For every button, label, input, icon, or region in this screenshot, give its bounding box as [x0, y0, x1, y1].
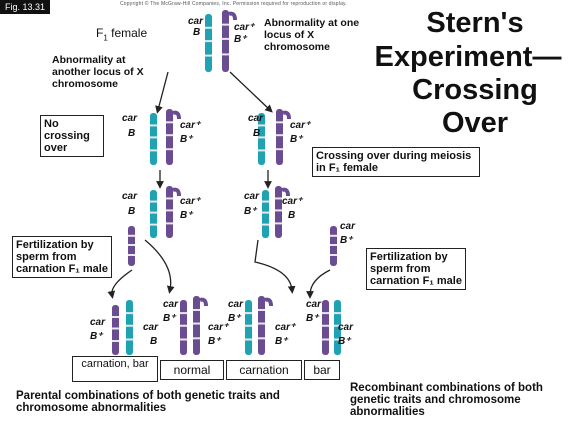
- title-line-2: Experiment—: [374, 41, 562, 73]
- top-left-chrom-label-b: B: [193, 27, 201, 38]
- off4-l4: B⁺: [338, 336, 351, 347]
- off3-l4: B⁺: [275, 336, 288, 347]
- off2-chrom-a: [180, 300, 187, 355]
- lb1-bplus: B⁺: [180, 134, 193, 145]
- off4-l2: B⁺: [306, 313, 319, 324]
- off1-chrom-a: [112, 305, 119, 355]
- figure-label: Fig. 13.31: [0, 0, 51, 14]
- result-carnation-bar: carnation, bar: [72, 356, 158, 382]
- top-left-chrom-label-car: car: [188, 16, 204, 27]
- rb-sperm-bplus: B⁺: [340, 235, 353, 246]
- f1-female-label: F1 female: [96, 26, 148, 43]
- off4-l1: car: [306, 299, 322, 310]
- top-right-chrom-label-car: car⁺: [234, 22, 255, 33]
- off3-l1: car: [228, 299, 244, 310]
- result-carnation: carnation: [226, 360, 302, 380]
- off3-chrom-a: [245, 300, 252, 355]
- abnormality-one-locus-label: Abnormality at one locus of X chromosome: [264, 17, 360, 53]
- title-line-4: Over: [441, 107, 509, 139]
- result-bar: bar: [304, 360, 340, 380]
- off2-l1: car: [163, 299, 179, 310]
- off3-chrom-b: [258, 296, 273, 355]
- rb2-chrom-purple: [275, 186, 290, 238]
- lb1-chrom-purple: [166, 109, 181, 165]
- rb-sperm-chrom: [330, 226, 337, 266]
- off4-l3: car: [338, 322, 354, 333]
- off2-l3: car⁺: [208, 322, 229, 333]
- lb1-b: B: [128, 128, 136, 139]
- off1-chrom-b: [126, 300, 133, 355]
- arrow-right-sperm: [306, 269, 331, 299]
- result-normal: normal: [160, 360, 224, 380]
- off4-chrom-b: [334, 300, 341, 355]
- rb-sperm-car: car: [340, 221, 356, 232]
- arrow-to-right-branch: [229, 71, 273, 113]
- lb2-b: B: [128, 206, 136, 217]
- left-fertilization-box: Fertilization by sperm from carnation F₁…: [12, 236, 112, 278]
- arrow-left-fert: [144, 239, 175, 294]
- rb1-car: car: [248, 113, 264, 124]
- lb1-carplus: car⁺: [180, 120, 201, 131]
- copyright-notice: Copyright © The McGraw-Hill Companies, I…: [120, 1, 347, 7]
- off3-l2: B⁺: [228, 313, 241, 324]
- off2-l4: B⁺: [208, 336, 221, 347]
- rb1-bplus: B⁺: [290, 134, 303, 145]
- arrow-left-sperm: [107, 269, 133, 299]
- right-fertilization-box: Fertilization by sperm from carnation F₁…: [366, 248, 466, 290]
- title-line-3: Crossing: [412, 74, 538, 106]
- rb2-car: car: [244, 191, 260, 202]
- off4-chrom-a: [322, 300, 329, 355]
- rb2-bplus: B⁺: [244, 206, 257, 217]
- off2-l2: B⁺: [163, 313, 176, 324]
- arrow-right-fert: [254, 239, 296, 294]
- parental-caption: Parental combinations of both genetic tr…: [16, 390, 280, 414]
- rb2-chrom-teal: [262, 190, 269, 238]
- rb1-chrom-teal: [258, 113, 265, 165]
- rb2-carplus: car⁺: [282, 196, 303, 207]
- rb1-carplus: car⁺: [290, 120, 311, 131]
- arrow-layer: [107, 71, 331, 299]
- title-line-1: Stern's: [426, 7, 524, 39]
- off3-l3: car⁺: [275, 322, 296, 333]
- arrow-to-left-branch: [155, 71, 169, 114]
- abnormality-another-locus-label: Abnormality at another locus of X chromo…: [52, 54, 144, 90]
- crossing-over-box: Crossing over during meiosis in F₁ femal…: [312, 147, 480, 177]
- chromosome-layer: [112, 10, 341, 355]
- off1-l1: car: [90, 317, 106, 328]
- off1-l2: B⁺: [90, 331, 103, 342]
- off1-l4: B: [150, 336, 158, 347]
- lb2-chrom-purple: [166, 186, 181, 238]
- top-chrom-teal: [205, 14, 212, 72]
- lb1-chrom-teal: [150, 113, 157, 165]
- top-chrom-purple: [222, 10, 237, 72]
- rb1-chrom-purple: [276, 109, 291, 165]
- lb-sperm-chrom: [128, 226, 135, 266]
- rb1-b: B: [253, 128, 261, 139]
- lb2-carplus: car⁺: [180, 196, 201, 207]
- lb1-car: car: [122, 113, 138, 124]
- off2-chrom-b: [193, 296, 208, 355]
- lb2-bplus: B⁺: [180, 210, 193, 221]
- rb2-b: B: [288, 210, 296, 221]
- off1-l3: car: [143, 322, 159, 333]
- no-crossing-over-box: No crossing over: [40, 115, 104, 157]
- lb2-car: car: [122, 191, 138, 202]
- recombinant-caption: Recombinant combinations of both genetic…: [350, 382, 543, 418]
- lb2-chrom-teal: [150, 190, 157, 238]
- top-right-chrom-label-b: B⁺: [234, 34, 247, 45]
